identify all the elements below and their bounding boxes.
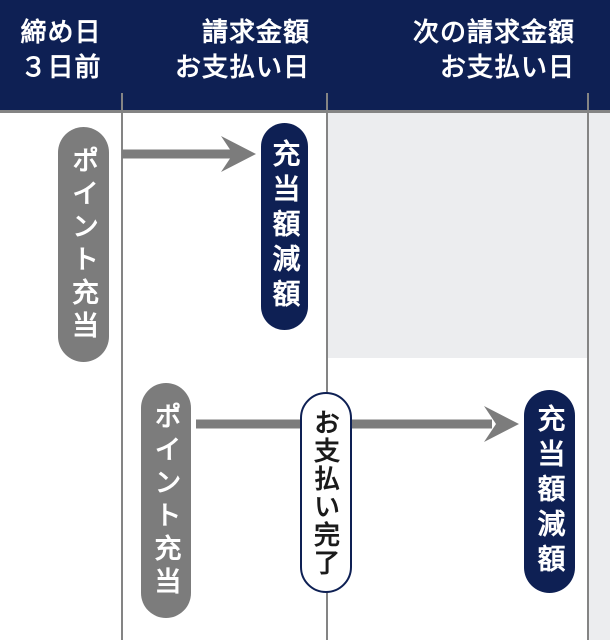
header-column-closing-date: 締め日 ３日前	[0, 15, 122, 85]
right-arrow-icon	[122, 136, 256, 172]
header-column-next-billing-payment-date: 次の請求金額 お支払い日	[330, 15, 575, 85]
header-column-billing-payment-date: 請求金額 お支払い日	[123, 15, 310, 85]
payment-complete-pill-label: お支払い完了	[310, 408, 341, 577]
reduction-pill-row1: 充当額減額	[261, 123, 308, 330]
timeline-header: 締め日 ３日前 請求金額 お支払い日 次の請求金額 お支払い日	[0, 0, 610, 110]
reduction-pill-row2: 充当額減額	[524, 390, 575, 593]
point-allocation-pill-row1: ポイント充当	[58, 127, 109, 362]
header-billing-line1: 請求金額	[201, 17, 310, 47]
right-arrow-icon	[196, 406, 519, 442]
reduction-pill-row1-label: 充当額減額	[269, 139, 301, 314]
header-next-billing-line2: お支払い日	[439, 52, 575, 82]
header-closing-date-line1: 締め日	[20, 17, 102, 47]
highlight-region-right-margin	[589, 113, 610, 640]
timeline-gridline-payment-date	[326, 93, 328, 640]
payment-complete-pill: お支払い完了	[300, 392, 352, 593]
header-divider-line	[0, 110, 610, 113]
point-allocation-pill-row1-label: ポイント充当	[68, 145, 98, 344]
reduction-pill-row2-label: 充当額減額	[534, 404, 566, 579]
header-billing-line2: お支払い日	[174, 52, 310, 82]
header-closing-date-line2: ３日前	[20, 52, 102, 82]
point-allocation-pill-row2-label: ポイント充当	[150, 401, 181, 600]
header-next-billing-line1: 次の請求金額	[412, 17, 575, 47]
highlight-region-next-billing-period	[328, 113, 587, 358]
timeline-gridline-next-payment-date	[587, 93, 589, 640]
timeline-gridline-closing-date	[121, 93, 123, 640]
point-allocation-pill-row2: ポイント充当	[141, 383, 191, 618]
